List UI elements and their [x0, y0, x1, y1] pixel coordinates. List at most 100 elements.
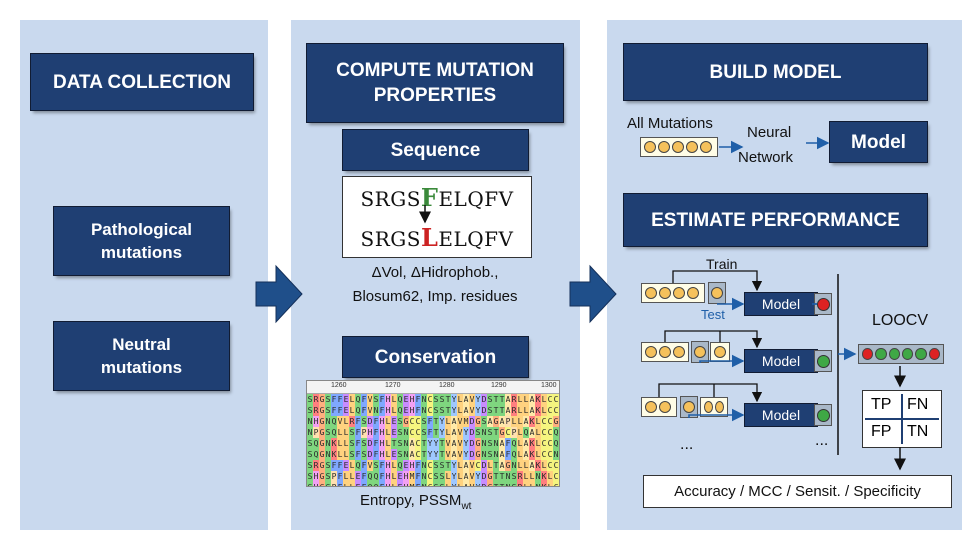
- msa-cell: H: [403, 482, 409, 486]
- vector-dot: [659, 401, 671, 413]
- msa-cell: Q: [553, 427, 559, 438]
- msa-cell: G: [487, 471, 493, 482]
- msa-cell: S: [433, 482, 439, 486]
- vector-dot: [673, 346, 685, 358]
- msa-cell: C: [427, 482, 433, 486]
- msa-cell: R: [517, 482, 523, 486]
- vector-dot: [659, 287, 671, 299]
- msa-cell: G: [319, 416, 325, 427]
- msa-cell: A: [523, 449, 529, 460]
- vector-dot: [683, 401, 695, 413]
- msa-cell: H: [367, 427, 373, 438]
- msa-cell: L: [535, 438, 541, 449]
- fold2-train-vector-b: [710, 342, 730, 362]
- msa-cell: L: [535, 449, 541, 460]
- msa-cell: H: [385, 405, 391, 416]
- msa-cell: N: [493, 438, 499, 449]
- msa-cell: Y: [451, 460, 457, 471]
- msa-cell: S: [307, 394, 313, 405]
- msa-cell: Q: [553, 438, 559, 449]
- msa-cell: V: [457, 427, 463, 438]
- loocv-label: LOOCV: [872, 312, 929, 329]
- msa-cell: S: [325, 427, 331, 438]
- msa-cell: Q: [355, 405, 361, 416]
- msa-cell: C: [427, 471, 433, 482]
- msa-cell: L: [349, 460, 355, 471]
- vector-dot: [645, 287, 657, 299]
- cons-features-sub: wt: [461, 501, 472, 512]
- neutral-mutations-box: Neutral mutations: [54, 322, 229, 390]
- msa-cell: Y: [439, 427, 445, 438]
- neural-network-line2: Network: [738, 149, 794, 166]
- msa-cell: V: [367, 405, 373, 416]
- msa-cell: Q: [523, 427, 529, 438]
- msa-cell: C: [547, 449, 553, 460]
- msa-cell: F: [361, 405, 367, 416]
- msa-cell: D: [469, 427, 475, 438]
- msa-cell: L: [343, 438, 349, 449]
- msa-cell: V: [337, 416, 343, 427]
- msa-cell: N: [403, 427, 409, 438]
- msa-cell: F: [361, 471, 367, 482]
- msa-cell: L: [391, 405, 397, 416]
- msa-cell: N: [403, 438, 409, 449]
- pathological-mutations-box: Pathological mutations: [54, 207, 229, 275]
- msa-cell: S: [325, 460, 331, 471]
- msa-cell: S: [439, 482, 445, 486]
- msa-cell: C: [547, 460, 553, 471]
- fold2-model-label: Model: [761, 353, 801, 369]
- msa-cell: H: [409, 394, 415, 405]
- msa-cell: Y: [475, 471, 481, 482]
- msa-cell: Y: [451, 394, 457, 405]
- msa-cell: G: [319, 482, 325, 486]
- msa-cell: A: [487, 416, 493, 427]
- msa-cell: P: [313, 427, 319, 438]
- msa-cell: V: [469, 482, 475, 486]
- msa-cell: F: [331, 394, 337, 405]
- msa-cell: S: [511, 482, 517, 486]
- msa-cell: H: [385, 471, 391, 482]
- msa-cell: Y: [451, 482, 457, 486]
- msa-cell: E: [343, 460, 349, 471]
- msa-cell: F: [355, 438, 361, 449]
- msa-cell: S: [325, 394, 331, 405]
- msa-cell: L: [445, 416, 451, 427]
- vector-dot: [700, 141, 712, 153]
- msa-cell: T: [499, 405, 505, 416]
- msa-cell: T: [493, 471, 499, 482]
- msa-cell: H: [313, 471, 319, 482]
- data-collection-title-text: DATA COLLECTION: [52, 71, 231, 93]
- msa-cell: N: [511, 460, 517, 471]
- msa-cell: M: [409, 482, 415, 486]
- msa-cell: N: [505, 482, 511, 486]
- msa-cell: C: [553, 482, 559, 486]
- vector-dot: [687, 287, 699, 299]
- msa-cell: F: [373, 438, 379, 449]
- sequence-label: Sequence: [390, 139, 481, 161]
- red-result-dot: [816, 297, 830, 311]
- msa-cell: F: [505, 449, 511, 460]
- msa-cell: L: [517, 460, 523, 471]
- msa-cell: S: [487, 394, 493, 405]
- msa-cell: F: [373, 449, 379, 460]
- fold3-train-vector: [641, 397, 677, 417]
- msa-cell: R: [511, 394, 517, 405]
- matrix-tn: TN: [907, 423, 929, 440]
- msa-cell: R: [313, 460, 319, 471]
- conservation-label-box: Conservation: [343, 337, 528, 377]
- pathological-mutations-label: Pathological mutations: [90, 220, 193, 262]
- fold1-train-vector: [641, 283, 705, 303]
- msa-cell: Q: [397, 394, 403, 405]
- green-dot: [875, 348, 887, 360]
- msa-cell: H: [385, 460, 391, 471]
- msa-cell: K: [535, 460, 541, 471]
- loocv-results-vector: [858, 344, 944, 364]
- msa-cell: F: [379, 471, 385, 482]
- red-dot: [928, 348, 940, 360]
- msa-cell: L: [517, 438, 523, 449]
- fold1-model: Model: [745, 293, 817, 315]
- metrics-label: Accuracy / MCC / Sensit. / Specificity: [674, 483, 921, 500]
